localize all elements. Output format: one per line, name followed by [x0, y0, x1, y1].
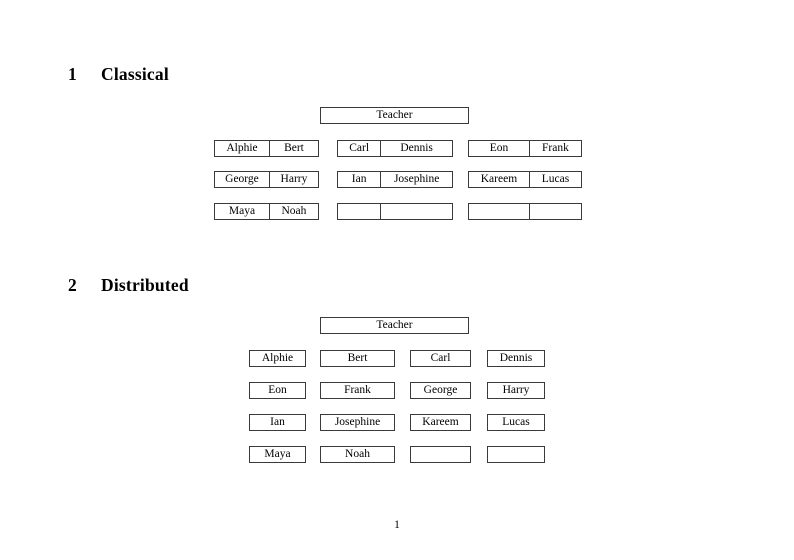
classical-group-c-row-2: Kareem Lucas — [468, 171, 582, 188]
classical-group-b-row-3 — [337, 203, 453, 220]
classical-cell-empty — [469, 204, 529, 219]
classical-cell: Bert — [268, 141, 318, 156]
classical-group-a-row-2: George Harry — [214, 171, 319, 188]
distributed-box: Noah — [320, 446, 395, 463]
classical-cell-empty — [338, 204, 380, 219]
classical-cell: Dennis — [380, 141, 452, 156]
distributed-box: Eon — [249, 382, 306, 399]
distributed-box: Alphie — [249, 350, 306, 367]
classical-group-a-row-3: Maya Noah — [214, 203, 319, 220]
distributed-box: George — [410, 382, 471, 399]
classical-cell-empty — [528, 204, 581, 219]
classical-group-b-row-1: Carl Dennis — [337, 140, 453, 157]
distributed-box: Bert — [320, 350, 395, 367]
distributed-box: Carl — [410, 350, 471, 367]
classical-cell: Frank — [528, 141, 581, 156]
distributed-box-empty — [410, 446, 471, 463]
section-title: Classical — [101, 64, 169, 84]
page-number: 1 — [394, 519, 400, 531]
section-number: 2 — [68, 275, 77, 295]
classical-group-b-row-2: Ian Josephine — [337, 171, 453, 188]
classical-group-a-row-1: Alphie Bert — [214, 140, 319, 157]
section-heading-distributed: 2 Distributed — [68, 275, 189, 296]
section-title: Distributed — [101, 275, 189, 295]
distributed-box: Dennis — [487, 350, 545, 367]
distributed-box: Ian — [249, 414, 306, 431]
classical-cell: Harry — [268, 172, 318, 187]
classical-cell: Ian — [351, 173, 367, 185]
classical-group-c-row-3 — [468, 203, 582, 220]
distributed-box: Josephine — [320, 414, 395, 431]
section-heading-classical: 1 Classical — [68, 64, 169, 85]
classical-cell: Alphie — [226, 142, 258, 154]
classical-cell: George — [225, 173, 259, 185]
classical-cell: Josephine — [380, 172, 452, 187]
classical-cell: Carl — [349, 142, 370, 154]
teacher-box-distributed: Teacher — [320, 317, 469, 334]
distributed-box: Maya — [249, 446, 306, 463]
distributed-box: Kareem — [410, 414, 471, 431]
teacher-box-classical: Teacher — [320, 107, 469, 124]
classical-cell: Kareem — [480, 173, 518, 185]
distributed-box-empty — [487, 446, 545, 463]
classical-cell: Lucas — [528, 172, 581, 187]
distributed-box: Frank — [320, 382, 395, 399]
classical-cell: Noah — [268, 204, 318, 219]
section-number: 1 — [68, 64, 77, 84]
distributed-box: Lucas — [487, 414, 545, 431]
classical-cell: Maya — [228, 205, 256, 217]
classical-cell: Eon — [489, 142, 509, 154]
classical-cell-empty — [380, 204, 452, 219]
distributed-box: Harry — [487, 382, 545, 399]
classical-group-c-row-1: Eon Frank — [468, 140, 582, 157]
